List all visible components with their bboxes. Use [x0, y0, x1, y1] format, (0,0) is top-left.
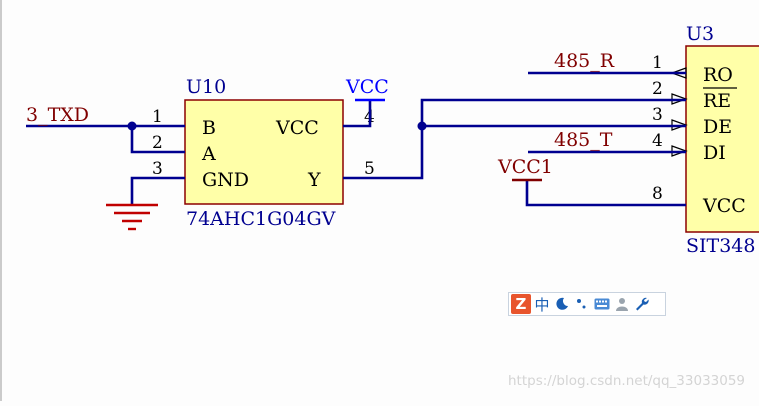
u10-pin-3-number: 3 [152, 159, 163, 179]
keyboard-icon[interactable] [593, 295, 611, 313]
net-label-txd: 3_TXD [26, 104, 89, 126]
u10-body [184, 99, 344, 205]
u10-pin-a-name: A [201, 143, 216, 165]
u10-pin-y-name: Y [307, 169, 321, 191]
ime-toolbar[interactable]: Z 中 [508, 292, 666, 316]
wrench-icon[interactable] [633, 295, 651, 313]
junction-y [417, 121, 427, 131]
wires [26, 71, 686, 207]
u10-pin-vcc-name: VCC [275, 117, 319, 139]
u10-component[interactable]: U10 74AHC1G04GV B A GND VCC Y 1 2 3 4 5 [152, 76, 375, 230]
u10-pin-2-number: 2 [152, 133, 163, 153]
watermark-text: https://blog.csdn.net/qq_33033059 [508, 373, 746, 389]
u3-pin-8-number: 8 [652, 184, 663, 204]
u3-pin-di-name: DI [703, 142, 726, 164]
u3-part-number: SIT348 [686, 235, 755, 257]
u3-pin-re-name: RE [703, 90, 731, 112]
moon-icon[interactable] [553, 295, 571, 313]
junction-txd [127, 121, 137, 131]
u3-pin-de-name: DE [703, 116, 732, 138]
u3-pin-3-number: 3 [652, 105, 663, 125]
u3-pin-4-number: 4 [652, 131, 663, 151]
vcc-power-port[interactable]: VCC [345, 76, 389, 102]
punctuation-icon[interactable] [573, 295, 591, 313]
ime-logo[interactable]: Z [511, 294, 531, 314]
wire-vcc1[interactable] [525, 180, 686, 207]
u3-pin-2-number: 2 [652, 79, 663, 99]
wire-u10-vcc[interactable] [343, 100, 372, 128]
net-label-485-r: 485_R [554, 50, 615, 72]
u3-pin-vcc-name: VCC [702, 195, 746, 217]
u10-pin-5-number: 5 [364, 159, 375, 179]
u10-pin-b-name: B [202, 117, 216, 139]
u3-body [685, 45, 759, 233]
vcc1-power-port[interactable]: VCC1 [497, 156, 553, 182]
u3-pin-1-number: 1 [652, 53, 663, 73]
u10-pin-gnd-name: GND [202, 169, 249, 191]
u10-designator: U10 [186, 76, 226, 98]
vcc1-power-label: VCC1 [497, 156, 553, 178]
vcc-power-label: VCC [345, 76, 389, 98]
gnd-symbol[interactable] [106, 203, 158, 231]
u3-pin-ro-name: RO [703, 64, 733, 86]
ime-mode-toggle[interactable]: 中 [534, 295, 550, 314]
wire-y-to-re[interactable] [343, 98, 686, 180]
user-icon[interactable] [613, 295, 631, 313]
wire-gnd[interactable] [130, 176, 185, 204]
u3-designator: U3 [686, 23, 714, 45]
net-label-485-t: 485_T [554, 129, 613, 151]
u3-component[interactable]: U3 SIT348 RO RE DE DI VCC 1 2 3 4 8 [652, 23, 759, 257]
u10-part-number: 74AHC1G04GV [186, 208, 336, 230]
u10-pin-1-number: 1 [152, 107, 163, 127]
wire-txd-to-pin-a[interactable] [130, 126, 185, 154]
